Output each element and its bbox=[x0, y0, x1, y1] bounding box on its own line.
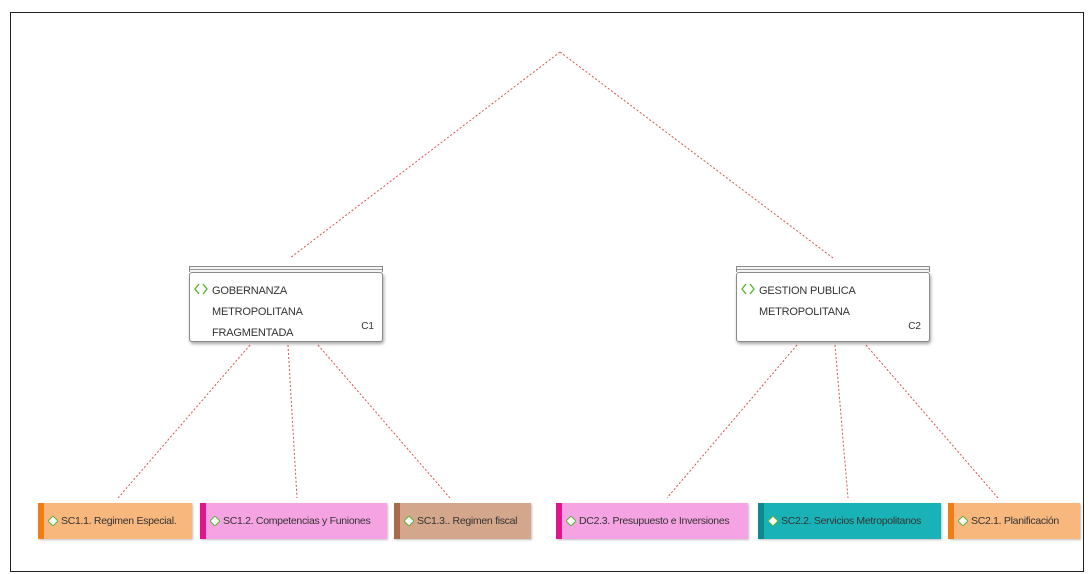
leaf-sc1-3[interactable]: SC1.3.. Regimen fiscal bbox=[394, 503, 531, 539]
diamond-icon bbox=[768, 516, 778, 526]
connector-c1-sc11 bbox=[117, 344, 251, 499]
connector-c2-sc21 bbox=[865, 344, 999, 499]
cycle-arrows-icon bbox=[741, 282, 755, 296]
node-title: GESTION PUBLICA METROPOLITANA bbox=[759, 285, 856, 318]
leaf-sc2-1[interactable]: SC2.1. Planificación bbox=[948, 503, 1080, 539]
connector-c1-sc12 bbox=[287, 344, 298, 499]
leaf-label: SC1.3.. Regimen fiscal bbox=[417, 515, 518, 527]
node-tab bbox=[189, 266, 383, 272]
diamond-icon bbox=[48, 516, 58, 526]
leaf-label: SC1.2. Competencias y Funiones bbox=[223, 515, 371, 527]
connector-root-c2 bbox=[559, 51, 834, 259]
diamond-icon bbox=[404, 516, 414, 526]
leaf-label: SC1.1. Regimen Especial. bbox=[61, 515, 177, 527]
cycle-arrows-icon bbox=[194, 282, 208, 296]
diamond-icon bbox=[210, 516, 220, 526]
leaf-sc1-1[interactable]: SC1.1. Regimen Especial. bbox=[38, 503, 192, 539]
node-code: C2 bbox=[908, 321, 921, 332]
diamond-icon bbox=[566, 516, 576, 526]
connector-c2-sc22 bbox=[834, 344, 849, 499]
leaf-dc2-3[interactable]: DC2.3. Presupuesto e Inversiones bbox=[556, 503, 748, 539]
node-code: C1 bbox=[361, 321, 374, 332]
leaf-label: DC2.3. Presupuesto e Inversiones bbox=[579, 515, 730, 527]
node-title: GOBERNANZA METROPOLITANA FRAGMENTADA bbox=[212, 285, 303, 339]
leaf-label: SC2.1. Planificación bbox=[971, 515, 1059, 527]
leaf-sc1-2[interactable]: SC1.2. Competencias y Funiones bbox=[200, 503, 387, 539]
connector-root-c1 bbox=[289, 51, 561, 259]
connector-c1-sc13 bbox=[317, 344, 451, 499]
diamond-icon bbox=[958, 516, 968, 526]
node-tab bbox=[736, 266, 930, 272]
node-c1[interactable]: GOBERNANZA METROPOLITANA FRAGMENTADA C1 bbox=[189, 266, 383, 342]
connector-c2-dc23 bbox=[666, 344, 798, 499]
node-c2[interactable]: GESTION PUBLICA METROPOLITANA C2 bbox=[736, 266, 930, 342]
leaf-sc2-2[interactable]: SC2.2. Servicios Metropolitanos bbox=[758, 503, 941, 539]
leaf-label: SC2.2. Servicios Metropolitanos bbox=[781, 515, 922, 527]
